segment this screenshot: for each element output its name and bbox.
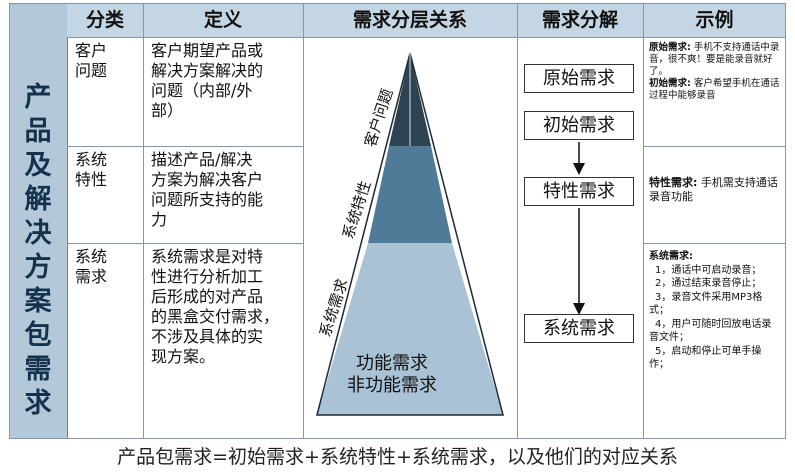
side-title-char: 决 xyxy=(24,218,52,249)
row1-example-initial-text: 客户希望手机在通话过程中能够录音 xyxy=(649,78,780,101)
side-title-char: 方 xyxy=(24,252,52,283)
row3-example: 系统需求: 1，通话中可启动录音； 2，通过结束录音停止； 3，录音文件采用MP3格式… xyxy=(644,247,785,375)
header-definition: 定义 xyxy=(143,3,303,37)
box-system-requirement: 系统需求 xyxy=(524,314,634,343)
header-example: 示例 xyxy=(643,3,786,37)
row3-category: 系统 需求 xyxy=(75,247,108,286)
row1-category: 客户 问题 xyxy=(75,41,108,80)
row1-example-original-text: 手机不支持通话中录音，很不爽！要是能录音就好了。 xyxy=(649,42,780,77)
side-title: 产品及解决方案包需求 xyxy=(9,81,67,421)
side-title-char: 包 xyxy=(24,320,52,351)
row2-definition: 描述产品/解决 方案为解决客户 问题所支持的能 力 xyxy=(151,150,264,229)
requirements-pyramid xyxy=(316,52,504,416)
decomposition-arrows xyxy=(573,142,585,315)
system-requirement-item: 3，录音文件采用MP3格式； xyxy=(649,291,763,317)
system-requirement-item: 4，用户可随时回放电话录音文件； xyxy=(649,318,772,344)
system-requirement-item: 5，启动和停止可单手操作； xyxy=(649,345,762,371)
row2-example-title: 特性需求: xyxy=(649,176,698,189)
row1-example-original-title: 原始需求: xyxy=(649,42,691,53)
caption: 产品包需求=初始需求+系统特性+系统需求，以及他们的对应关系 xyxy=(117,446,678,468)
box-feature-requirement: 特性需求 xyxy=(524,177,634,206)
row3-definition: 系统需求是对特 性进行分析加工 后形成的对产品 的黑盒交付需求， 不涉及具体的实… xyxy=(151,247,280,366)
side-title-char: 品 xyxy=(24,116,52,147)
header-category: 分类 xyxy=(67,3,143,37)
row1-example: 原始需求: 手机不支持通话中录音，很不爽！要是能录音就好了。初始需求: 客户希望… xyxy=(644,39,785,105)
functional-requirement-label: 功能需求 xyxy=(356,353,428,374)
system-requirement-item: 2，通过结束录音停止； xyxy=(655,278,762,289)
side-title-char: 解 xyxy=(24,184,52,215)
side-title-char: 求 xyxy=(24,388,52,419)
row1-example-initial-title: 初始需求: xyxy=(649,78,691,89)
row2-example-text: 手机需支持通话录音功能 xyxy=(649,176,778,203)
row2-category: 系统 特性 xyxy=(75,150,108,189)
side-title-char: 需 xyxy=(24,354,52,385)
box-original-requirement: 原始需求 xyxy=(524,64,634,93)
pyramid-base-layer xyxy=(317,243,503,415)
header-decomposition: 需求分解 xyxy=(517,3,643,37)
row1-definition: 客户期望产品或 解决方案解决的 问题（内部/外 部） xyxy=(151,41,264,120)
box-initial-requirement: 初始需求 xyxy=(524,111,634,140)
requirements-table: 产品及解决方案包需求 分类 定义 需求分层关系 需求分解 示例 客户 问题 客户… xyxy=(9,3,786,439)
system-requirement-item: 1，通话中可启动录音； xyxy=(655,264,762,276)
side-title-char: 产 xyxy=(24,82,52,113)
header-hierarchy: 需求分层关系 xyxy=(303,3,517,37)
pyramid-middle-layer xyxy=(368,146,452,243)
side-title-bar: 产品及解决方案包需求 xyxy=(9,3,68,439)
pyramid-base-text: 功能需求 非功能需求 xyxy=(333,353,451,397)
side-title-char: 案 xyxy=(24,286,52,317)
side-title-char: 及 xyxy=(24,150,52,181)
nonfunctional-requirement-label: 非功能需求 xyxy=(347,375,437,396)
row3-example-title: 系统需求: xyxy=(649,251,693,262)
row3-example-items: 1，通话中可启动录音； 2，通过结束录音停止； 3，录音文件采用MP3格式；4，用户… xyxy=(649,264,780,372)
row2-example: 特性需求: 手机需支持通话录音功能 xyxy=(644,173,785,207)
